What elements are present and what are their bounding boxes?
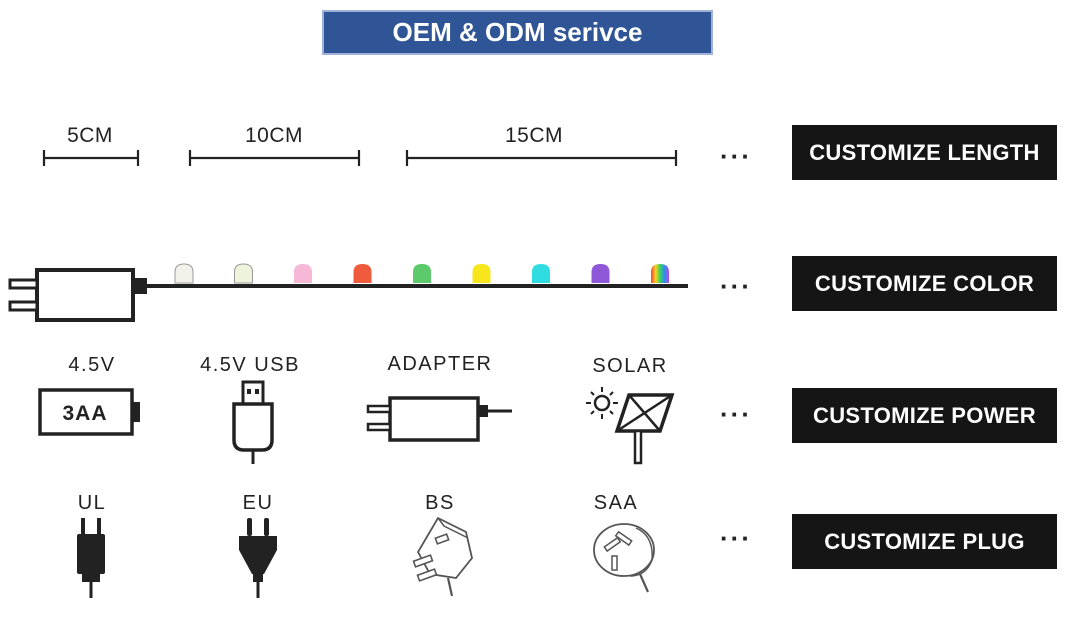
saa-plug-icon xyxy=(593,523,655,593)
solar-panel-icon xyxy=(586,387,675,465)
color-more-dots: ··· xyxy=(720,271,752,301)
plug-label-eu: EU xyxy=(242,492,274,514)
bs-plug-icon xyxy=(412,516,473,597)
controller-box-icon xyxy=(8,268,147,322)
length-more-dots: ··· xyxy=(720,141,752,171)
color-bulbs xyxy=(174,263,669,284)
length-label-15cm: 15CM xyxy=(504,124,564,147)
ul-plug-icon xyxy=(77,518,105,598)
plug-label-ul: UL xyxy=(77,492,107,514)
color-bulb-icon xyxy=(234,263,253,284)
power-label-solar: SOLAR xyxy=(592,355,668,377)
usb-plug-icon xyxy=(232,380,274,464)
power-label-adapter: ADAPTER xyxy=(387,353,493,375)
power-label-usb: 4.5V USB xyxy=(200,354,300,376)
measure-bar-15cm xyxy=(405,150,678,166)
color-bulb-icon xyxy=(413,264,431,283)
color-bulb-icon xyxy=(353,264,372,283)
length-label-10cm: 10CM xyxy=(244,124,304,147)
color-bulb-icon xyxy=(472,264,491,283)
customize-length-tag: CUSTOMIZE LENGTH xyxy=(792,125,1057,180)
power-label-4-5v: 4.5V xyxy=(68,354,116,376)
color-bulb-icon xyxy=(591,264,610,283)
eu-plug-icon xyxy=(239,518,277,598)
power-more-dots: ··· xyxy=(720,399,752,429)
length-measure-bars xyxy=(42,150,678,166)
color-bulb-icon xyxy=(294,264,312,283)
battery-icon: 3AA xyxy=(38,388,140,436)
plug-label-saa: SAA xyxy=(593,492,639,514)
measure-bar-10cm xyxy=(188,150,361,166)
light-string-illustration xyxy=(8,263,688,322)
color-bulb-icon xyxy=(174,263,194,284)
page-title-banner: OEM & ODM serivce xyxy=(322,10,713,55)
customize-plug-tag: CUSTOMIZE PLUG xyxy=(792,514,1057,569)
battery-label: 3AA xyxy=(62,402,107,425)
color-bulb-icon xyxy=(651,264,669,283)
color-bulb-icon xyxy=(532,264,550,283)
length-label-5cm: 5CM xyxy=(67,124,113,147)
measure-bar-5cm xyxy=(42,150,140,166)
plug-more-dots: ··· xyxy=(720,523,752,553)
adapter-icon xyxy=(366,396,512,442)
customize-color-tag: CUSTOMIZE COLOR xyxy=(792,256,1057,311)
plug-label-bs: BS xyxy=(425,492,455,514)
customize-power-tag: CUSTOMIZE POWER xyxy=(792,388,1057,443)
